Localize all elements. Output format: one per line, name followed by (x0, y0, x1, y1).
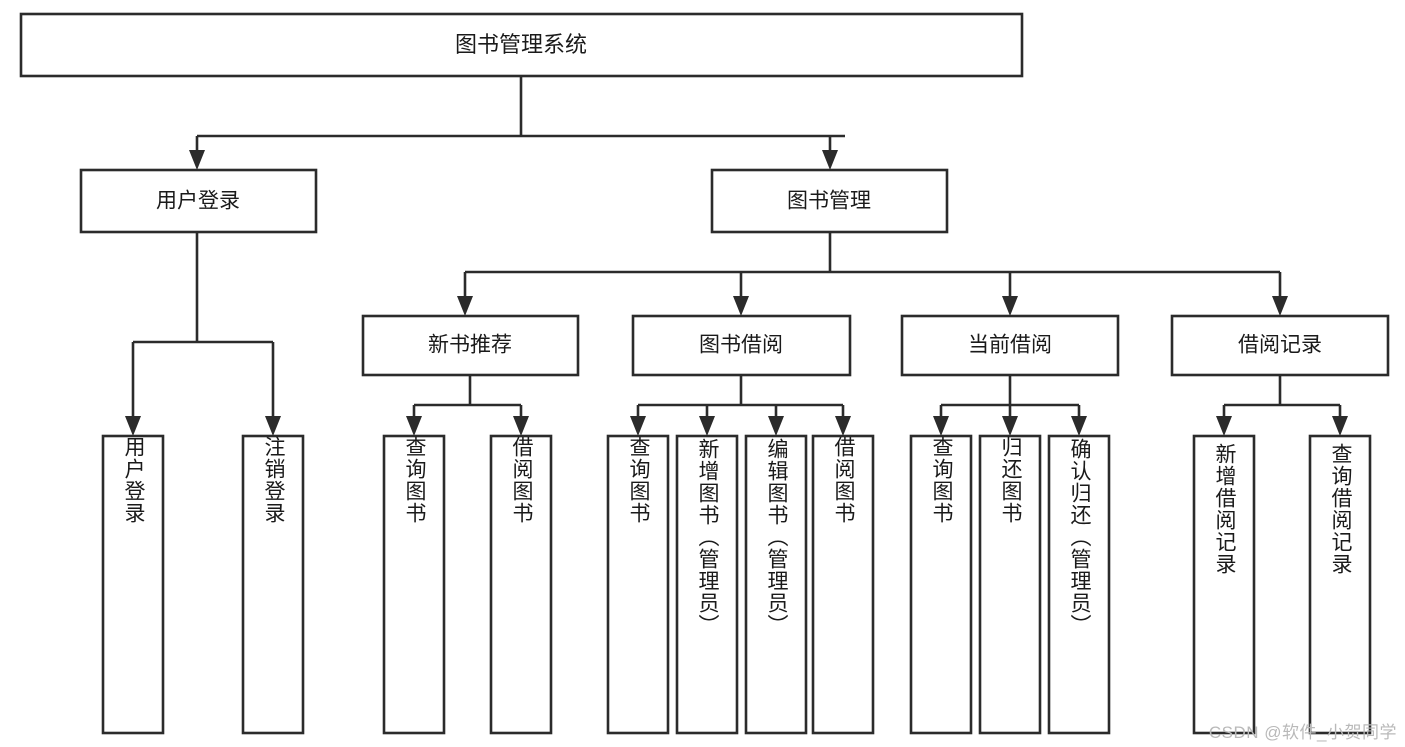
node-current-borrow[interactable]: 当前借阅 (900, 314, 1120, 377)
leaf-box-br-2[interactable] (1308, 434, 1372, 735)
arrow-head-br-leaf-1 (1216, 416, 1232, 436)
leaf-box-bb-2[interactable] (675, 434, 739, 735)
node-book-management[interactable]: 图书管理 (710, 168, 949, 234)
leaf-box-user-login-1[interactable] (101, 434, 165, 735)
leaf-box-nbr-1[interactable] (382, 434, 446, 735)
connector-group-user-login-children (125, 232, 281, 436)
arrow-head-bb-leaf-1 (630, 416, 646, 436)
connector-group-current-borrow-children (933, 375, 1087, 436)
arrow-head-nbr-leaf-2 (513, 416, 529, 436)
arrow-head-cb-leaf-2 (1002, 416, 1018, 436)
connector-group-new-book-recommend-children (406, 375, 529, 436)
arrow-head-leaf-user-login (125, 416, 141, 436)
connector-group-borrow-records-children (1216, 375, 1348, 436)
node-book-management-label: 图书管理 (787, 190, 871, 213)
node-borrow-records-box[interactable] (1170, 314, 1390, 377)
node-user-login-label: 用户登录 (156, 190, 240, 213)
arrow-head-book-manage (822, 150, 838, 170)
arrow-head-bb-leaf-4 (835, 416, 851, 436)
node-book-borrow[interactable]: 图书借阅 (631, 314, 852, 377)
arrow-head-bb-leaf-2 (699, 416, 715, 436)
arrow-head-cb-leaf-1 (933, 416, 949, 436)
leaf-box-bb-3[interactable] (744, 434, 808, 735)
node-root-label: 图书管理系统 (455, 32, 587, 57)
node-book-borrow-box[interactable] (631, 314, 852, 377)
leaf-box-cb-3[interactable] (1047, 434, 1111, 735)
node-current-borrow-box[interactable] (900, 314, 1120, 377)
connector-group-book-borrow-children (630, 375, 851, 436)
node-new-book-recommend-box[interactable] (361, 314, 580, 377)
node-book-borrow-label: 图书借阅 (699, 334, 783, 357)
arrow-head-cb-leaf-3 (1071, 416, 1087, 436)
csdn-watermark: CSDN @软件_小贺同学 (1208, 723, 1397, 742)
node-user-login[interactable]: 用户登录 (79, 168, 318, 234)
arrow-head-current-borrow (1002, 296, 1018, 316)
node-new-book-recommend[interactable]: 新书推荐 (361, 314, 580, 377)
leaf-box-nbr-2[interactable] (489, 434, 553, 735)
arrow-head-bb-leaf-3 (768, 416, 784, 436)
node-borrow-records[interactable]: 借阅记录 (1170, 314, 1390, 377)
node-current-borrow-label: 当前借阅 (968, 334, 1052, 357)
arrow-head-user-login (189, 150, 205, 170)
leaf-box-br-1[interactable] (1192, 434, 1256, 735)
arrow-head-borrow-records (1272, 296, 1288, 316)
node-book-management-box[interactable] (710, 168, 949, 234)
node-new-book-recommend-label: 新书推荐 (428, 334, 512, 357)
arrow-head-book-borrow (733, 296, 749, 316)
arrow-head-leaf-logout (265, 416, 281, 436)
leaf-box-user-login-2[interactable] (241, 434, 305, 735)
node-root-box[interactable] (19, 12, 1024, 78)
connector-group-root-to-level2 (189, 76, 845, 170)
connector-group-book-manage-children (457, 232, 1288, 316)
node-root-book-management-system[interactable]: 图书管理系统 (19, 12, 1024, 78)
node-borrow-records-label: 借阅记录 (1238, 334, 1322, 357)
leaf-box-bb-1[interactable] (606, 434, 670, 735)
node-user-login-box[interactable] (79, 168, 318, 234)
arrow-head-new-book-recommend (457, 296, 473, 316)
leaf-box-cb-2[interactable] (978, 434, 1042, 735)
arrow-head-nbr-leaf-1 (406, 416, 422, 436)
arrow-head-br-leaf-2 (1332, 416, 1348, 436)
leaf-box-bb-4[interactable] (811, 434, 875, 735)
leaf-box-cb-1[interactable] (909, 434, 973, 735)
